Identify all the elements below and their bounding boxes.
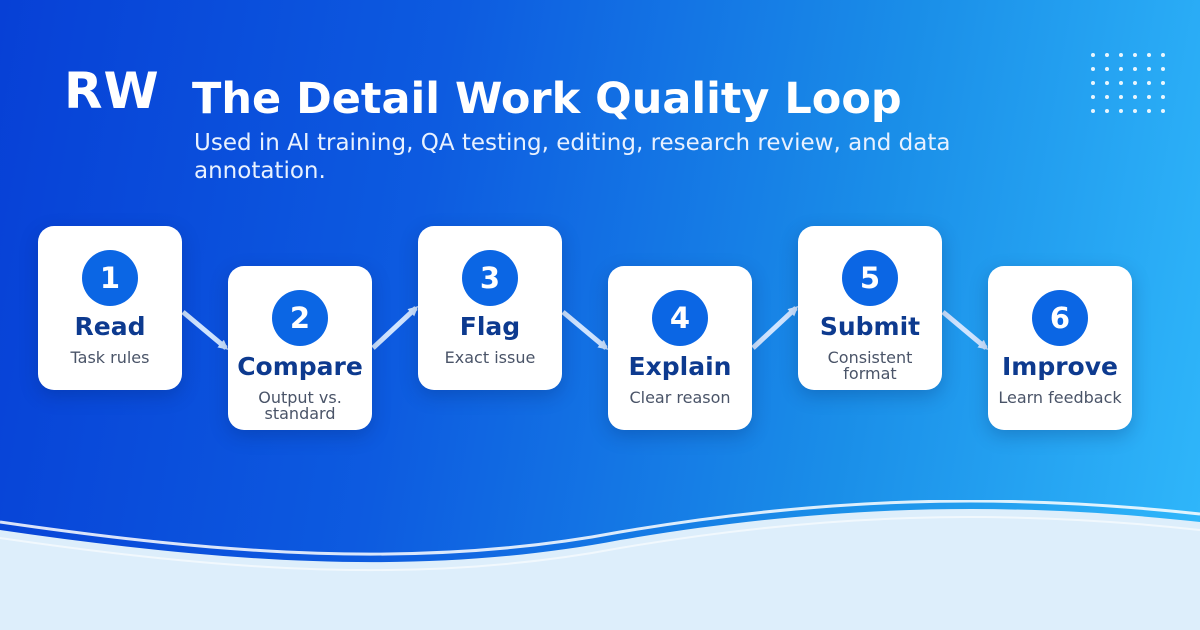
step-card-flag: 3 Flag Exact issue bbox=[418, 226, 562, 390]
step-card-explain: 4 Explain Clear reason bbox=[608, 266, 752, 430]
arrow-3-to-4 bbox=[561, 310, 609, 350]
bottom-wave-decoration bbox=[0, 500, 1200, 630]
step-number-badge: 4 bbox=[652, 290, 708, 346]
step-description: Exact issue bbox=[444, 348, 536, 367]
step-card-submit: 5 Submit Consistent format bbox=[798, 226, 942, 390]
step-title: Compare bbox=[237, 352, 363, 381]
step-number-badge: 3 bbox=[462, 250, 518, 306]
arrow-2-to-3 bbox=[371, 305, 419, 350]
step-title: Improve bbox=[1001, 352, 1118, 381]
logo: RW bbox=[64, 62, 160, 120]
arrow-1-to-2 bbox=[181, 310, 229, 350]
step-number-badge: 2 bbox=[272, 290, 328, 346]
step-title: Read bbox=[74, 312, 146, 341]
page-subtitle: Used in AI training, QA testing, editing… bbox=[194, 130, 951, 184]
step-title: Explain bbox=[628, 352, 732, 381]
step-description: Output vs. standard bbox=[258, 388, 342, 423]
step-card-improve: 6 Improve Learn feedback bbox=[988, 266, 1132, 430]
arrow-5-to-6 bbox=[941, 310, 989, 350]
step-number-badge: 1 bbox=[82, 250, 138, 306]
step-description: Task rules bbox=[70, 348, 150, 367]
step-number-badge: 6 bbox=[1032, 290, 1088, 346]
step-title: Flag bbox=[459, 312, 521, 341]
step-title: Submit bbox=[819, 312, 921, 341]
step-card-read: 1 Read Task rules bbox=[38, 226, 182, 390]
step-description: Consistent format bbox=[827, 348, 913, 383]
page-title: The Detail Work Quality Loop bbox=[192, 74, 902, 124]
step-description: Clear reason bbox=[629, 388, 731, 407]
arrow-4-to-5 bbox=[751, 305, 799, 350]
dot-grid-decoration bbox=[1086, 48, 1170, 118]
step-description: Learn feedback bbox=[998, 388, 1122, 407]
step-card-compare: 2 Compare Output vs. standard bbox=[228, 266, 372, 430]
step-number-badge: 5 bbox=[842, 250, 898, 306]
